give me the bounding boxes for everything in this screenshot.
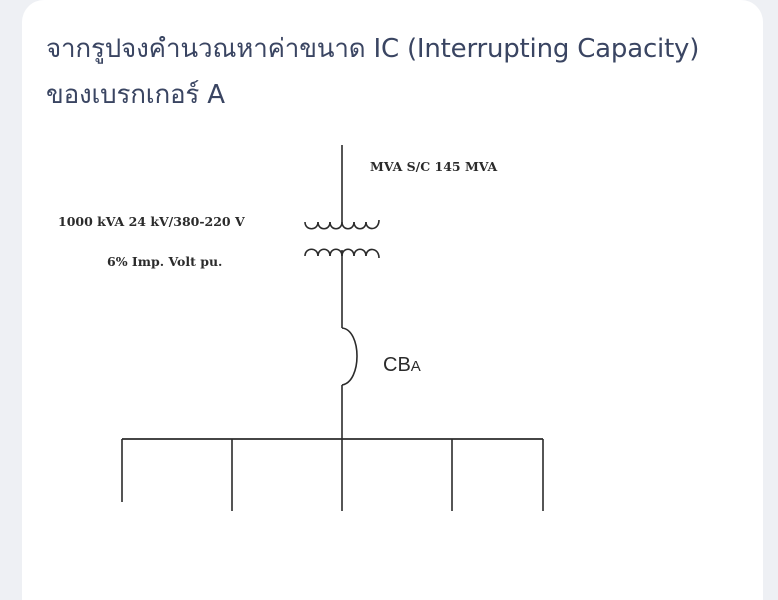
single-line-diagram: MVA S/C 145 MVA 1000 kVA 24 kV/380-220 V… xyxy=(58,145,544,511)
question-text: จากรูปจงคำนวณหาค่าขนาด IC (Interrupting … xyxy=(46,34,700,110)
transformer-primary-winding-icon xyxy=(304,219,380,230)
transformer-rating-label: 1000 kVA 24 kV/380-220 V xyxy=(58,214,245,229)
transformer-impedance-label: 6% Imp. Volt pu. xyxy=(107,254,222,269)
source-label: MVA S/C 145 MVA xyxy=(370,159,498,174)
transformer-secondary-winding-icon xyxy=(304,248,380,259)
feeder-main-line xyxy=(341,250,358,439)
circuit-breaker-icon xyxy=(341,327,358,386)
outgoing-feeders xyxy=(121,439,544,511)
question-card xyxy=(22,0,763,600)
breaker-label: CBA xyxy=(383,354,421,376)
